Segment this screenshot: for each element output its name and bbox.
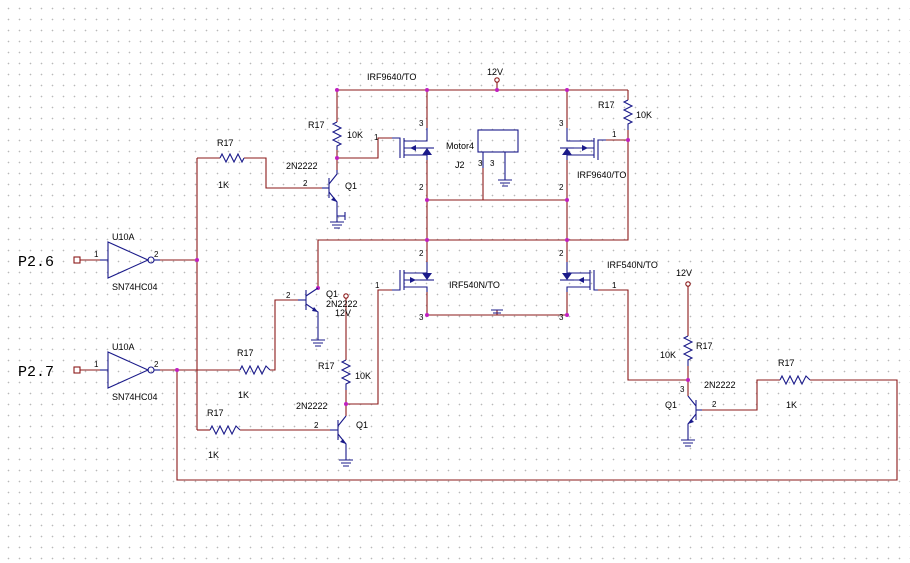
mosfet-irf540n-right: IRF540N/TO 1 2 3 — [559, 249, 658, 322]
svg-text:1: 1 — [375, 281, 380, 290]
svg-text:SN74HC04: SN74HC04 — [112, 282, 158, 292]
svg-text:10K: 10K — [636, 110, 652, 120]
svg-text:1K: 1K — [218, 180, 229, 190]
wires — [80, 82, 898, 481]
svg-text:R17: R17 — [308, 120, 325, 130]
svg-text:1: 1 — [612, 281, 617, 290]
svg-text:SN74HC04: SN74HC04 — [112, 392, 158, 402]
svg-text:2: 2 — [559, 249, 564, 258]
svg-text:2: 2 — [419, 183, 424, 192]
power-12v-right: 12V — [676, 268, 692, 287]
port-p26: P2.6 — [18, 254, 81, 271]
power-12v-top: 12V — [487, 67, 503, 83]
svg-text:IRF9640/TO: IRF9640/TO — [367, 72, 416, 82]
svg-text:2: 2 — [314, 421, 319, 430]
svg-text:1K: 1K — [238, 390, 249, 400]
svg-text:2: 2 — [712, 400, 717, 409]
ground-symbols — [311, 168, 695, 467]
mosfet-irf9640-right: IRF9640/TO 1 3 2 — [559, 119, 626, 192]
svg-text:3: 3 — [490, 159, 495, 168]
inverter-u10a-top: U10A SN74HC04 1 2 — [94, 232, 160, 292]
svg-text:R17: R17 — [598, 100, 615, 110]
resistor-pullup-3: R17 10K — [318, 359, 371, 390]
svg-text:2N2222: 2N2222 — [296, 401, 328, 411]
svg-text:J2: J2 — [455, 160, 465, 170]
mosfet-irf9640-left: IRF9640/TO 1 3 2 — [367, 72, 434, 192]
svg-text:Q1: Q1 — [356, 420, 368, 430]
svg-text:3: 3 — [680, 385, 685, 394]
transistor-q1-top: Q1 2N2222 2 — [286, 161, 357, 220]
motor-connector-j2: Motor4 J2 3 3 — [446, 129, 519, 170]
svg-text:R17: R17 — [217, 138, 234, 148]
svg-text:IRF9640/TO: IRF9640/TO — [577, 170, 626, 180]
port-p27: P2.7 — [18, 364, 81, 381]
svg-text:Q1: Q1 — [665, 400, 677, 410]
power-12v-mid: 12V — [335, 293, 351, 318]
svg-text:R17: R17 — [778, 358, 795, 368]
svg-text:3: 3 — [419, 313, 424, 322]
svg-text:10K: 10K — [347, 130, 363, 140]
svg-text:R17: R17 — [318, 361, 335, 371]
svg-text:12V: 12V — [676, 268, 692, 278]
svg-text:3: 3 — [559, 119, 564, 128]
svg-text:Motor4: Motor4 — [446, 141, 474, 151]
svg-text:1: 1 — [94, 360, 99, 369]
mosfet-irf540n-left: IRF540N/TO 1 2 3 — [375, 249, 500, 322]
resistor-pullup-1: R17 10K — [308, 120, 363, 150]
resistor-pullup-2: R17 10K — [598, 99, 652, 130]
svg-text:2N2222: 2N2222 — [326, 299, 358, 309]
svg-text:IRF540N/TO: IRF540N/TO — [607, 260, 658, 270]
svg-text:1K: 1K — [786, 400, 797, 410]
svg-text:1K: 1K — [208, 450, 219, 460]
svg-text:1: 1 — [94, 250, 99, 259]
svg-text:Q1: Q1 — [345, 181, 357, 191]
svg-text:2N2222: 2N2222 — [286, 161, 318, 171]
svg-text:R17: R17 — [696, 341, 713, 351]
svg-text:3: 3 — [419, 119, 424, 128]
svg-text:1: 1 — [374, 133, 379, 142]
svg-text:3: 3 — [478, 159, 483, 168]
svg-text:R17: R17 — [207, 408, 224, 418]
svg-text:Q1: Q1 — [326, 289, 338, 299]
resistor-base-1: R17 1K — [217, 138, 245, 190]
svg-text:12V: 12V — [335, 308, 351, 318]
svg-text:10K: 10K — [660, 350, 676, 360]
svg-text:1: 1 — [612, 130, 617, 139]
svg-text:U10A: U10A — [112, 232, 135, 242]
svg-text:10K: 10K — [355, 371, 371, 381]
svg-text:2N2222: 2N2222 — [704, 380, 736, 390]
port-p26-label: P2.6 — [18, 254, 54, 271]
svg-text:12V: 12V — [487, 67, 503, 77]
transistor-q1-mid-left: Q1 2N2222 2 — [286, 287, 358, 340]
resistor-pullup-4: R17 10K — [660, 335, 713, 366]
svg-text:3: 3 — [559, 313, 564, 322]
svg-text:2: 2 — [559, 183, 564, 192]
inverter-u10a-bottom: U10A SN74HC04 1 2 — [94, 342, 160, 402]
svg-text:2: 2 — [303, 179, 308, 188]
svg-text:R17: R17 — [237, 348, 254, 358]
transistor-q1-right: Q1 2N2222 2 3 — [665, 380, 736, 436]
resistor-base-3: R17 1K — [207, 408, 241, 460]
resistor-base-2: R17 1K — [237, 348, 271, 400]
svg-text:U10A: U10A — [112, 342, 135, 352]
svg-text:2: 2 — [154, 360, 159, 369]
svg-text:2: 2 — [154, 250, 159, 259]
svg-text:2: 2 — [286, 291, 291, 300]
svg-text:IRF540N/TO: IRF540N/TO — [449, 280, 500, 290]
port-p27-label: P2.7 — [18, 364, 54, 381]
svg-text:2: 2 — [419, 249, 424, 258]
resistor-base-4: R17 1K — [778, 358, 811, 410]
transistor-q1-bottom: Q1 2N2222 2 — [296, 401, 368, 456]
